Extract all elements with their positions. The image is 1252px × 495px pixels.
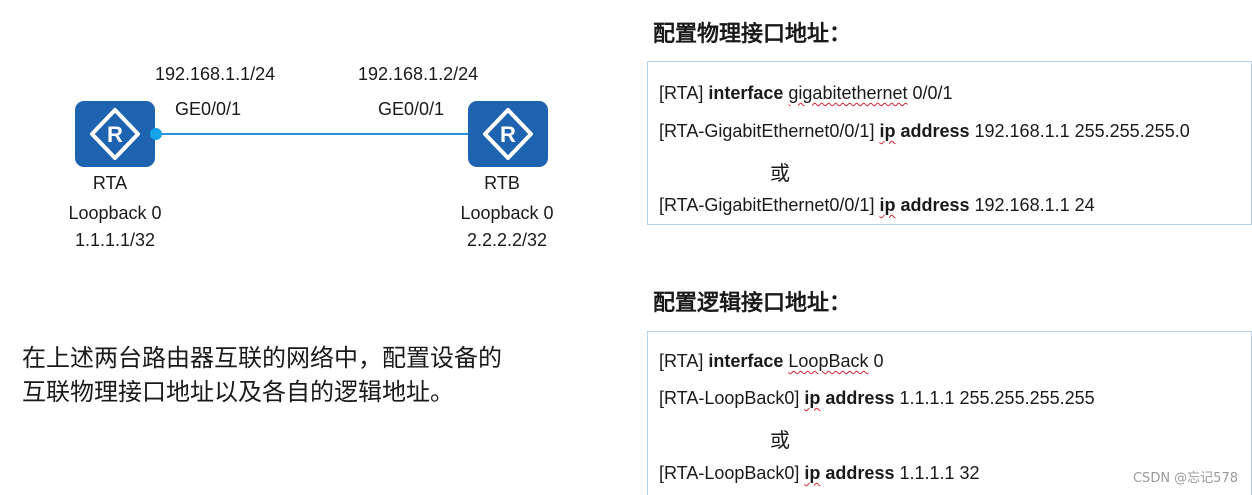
cmd-keyword-ip: ip [879,195,896,215]
cmd-keyword-ip: ip [804,388,821,408]
cmd-prompt: [RTA] [659,83,709,103]
cmd-rest: 1.1.1.1 32 [894,463,980,483]
cmd-keyword: interface [708,351,784,371]
cmd-rest: 0/0/1 [907,83,953,103]
physical-config-box: [RTA] interface gigabitethernet 0/0/1 [R… [647,61,1252,225]
network-link [156,133,468,135]
rtb-ip-label: 192.168.1.2/24 [358,64,479,84]
physical-cmd-1: [RTA] interface gigabitethernet 0/0/1 [659,83,953,104]
logical-config-box: [RTA] interface LoopBack 0 [RTA-LoopBack… [647,331,1252,495]
logical-cmd-2: [RTA-LoopBack0] ip address 1.1.1.1 255.2… [659,388,1095,409]
logical-or: 或 [770,428,790,452]
logical-heading: 配置逻辑接口地址： [653,291,852,316]
cmd-prompt: [RTA] [659,351,709,371]
cmd-keyword: address [825,463,895,483]
cmd-prompt: [RTA-GigabitEthernet0/0/1] [659,195,880,215]
router-icon: R [483,108,533,160]
rta-name: RTA [92,173,128,193]
cmd-keyword-ip: ip [879,121,896,141]
cmd-keyword: address [900,121,970,141]
watermark: CSDN @忘记578 [1132,471,1238,486]
cmd-keyword: address [900,195,970,215]
logical-cmd-3: [RTA-LoopBack0] ip address 1.1.1.1 32 [659,463,980,484]
svg-text:R: R [500,122,516,147]
cmd-keyword-ip: ip [804,463,821,483]
rta-port-label: GE0/0/1 [175,99,242,119]
cmd-prompt: [RTA-LoopBack0] [659,463,805,483]
physical-cmd-2: [RTA-GigabitEthernet0/0/1] ip address 19… [659,121,1190,142]
cmd-keyword: address [825,388,895,408]
rtb-port-label: GE0/0/1 [378,99,445,119]
router-rtb: R [468,101,548,167]
cmd-rest: 1.1.1.1 255.255.255.255 [894,388,1095,408]
cmd-argument: LoopBack [788,351,869,371]
cmd-argument: gigabitethernet [788,83,908,103]
rta-loopback-ip: 1.1.1.1/32 [74,230,156,250]
svg-text:R: R [107,122,123,147]
logical-cmd-1: [RTA] interface LoopBack 0 [659,351,883,372]
rtb-loopback-ip: 2.2.2.2/32 [466,230,548,250]
rtb-name: RTB [484,173,520,193]
physical-cmd-3: [RTA-GigabitEthernet0/0/1] ip address 19… [659,195,1095,216]
cmd-keyword: interface [708,83,784,103]
physical-heading: 配置物理接口地址： [653,22,852,47]
rta-ip-label: 192.168.1.1/24 [155,64,276,84]
rtb-loopback-name: Loopback 0 [460,203,554,223]
cmd-rest: 192.168.1.1 255.255.255.0 [969,121,1190,141]
description-line-1: 在上述两台路由器互联的网络中，配置设备的 [22,344,502,372]
cmd-rest: 192.168.1.1 24 [969,195,1095,215]
description-line-2: 互联物理接口地址以及各自的逻辑地址。 [22,378,454,406]
physical-or: 或 [770,161,790,185]
rta-port-dot [150,128,162,140]
cmd-rest: 0 [868,351,884,371]
cmd-prompt: [RTA-LoopBack0] [659,388,805,408]
router-rta: R [75,101,155,167]
rta-loopback-name: Loopback 0 [68,203,162,223]
router-icon: R [90,108,140,160]
cmd-prompt: [RTA-GigabitEthernet0/0/1] [659,121,880,141]
